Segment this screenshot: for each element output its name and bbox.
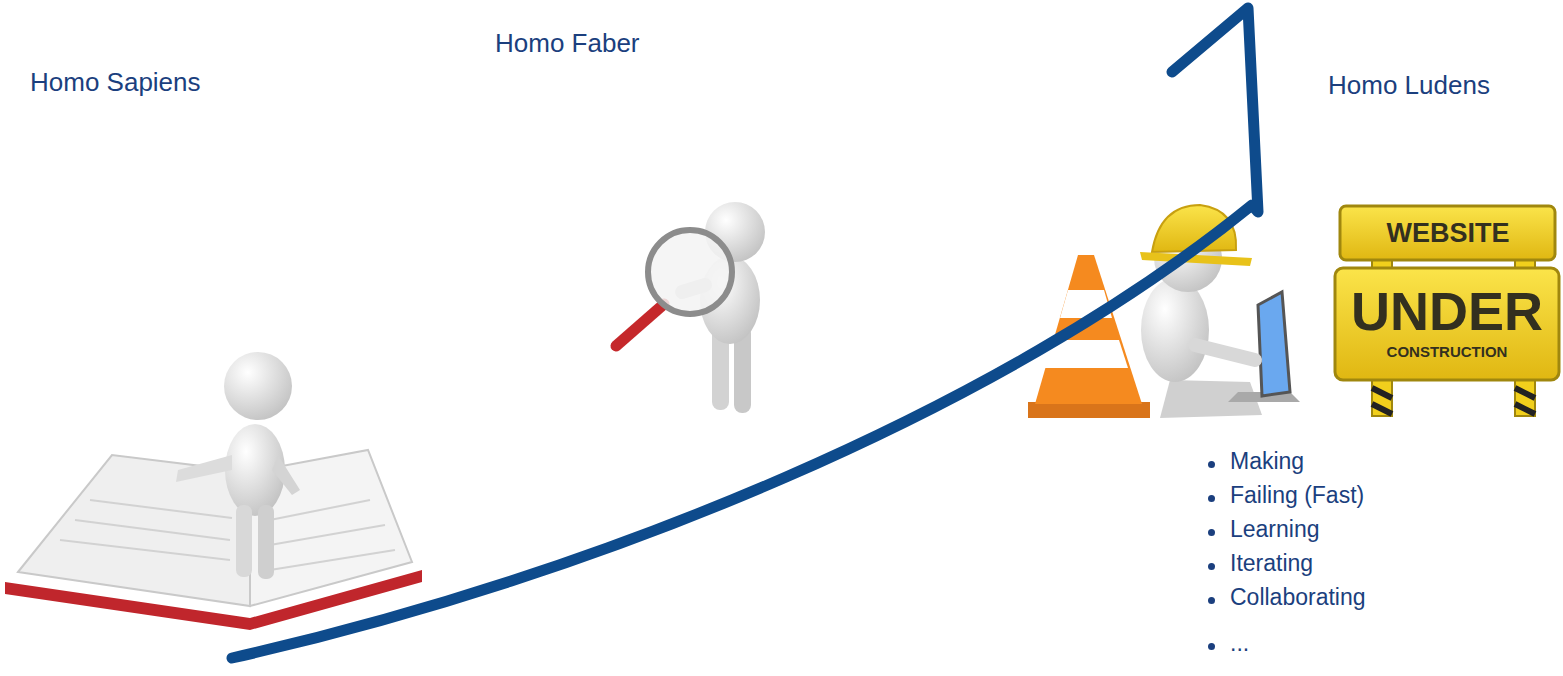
post-stripes: [1372, 388, 1535, 414]
figure-arm: [176, 455, 232, 482]
bullet-item: ...: [1230, 630, 1249, 656]
stage-title: Homo Faber: [495, 29, 640, 59]
cone-body: [1035, 255, 1142, 404]
bullet-item: Iterating: [1230, 550, 1313, 576]
figure-head: [224, 352, 292, 420]
bullet-dot: [1208, 495, 1215, 502]
bullet-item: Making: [1230, 448, 1304, 474]
cone-base: [1028, 402, 1150, 418]
bullet-item: Collaborating: [1230, 584, 1366, 610]
bullet-item: Failing (Fast): [1230, 482, 1364, 508]
cone: [1028, 255, 1150, 418]
figure-arm: [272, 455, 300, 495]
sign-text: WEBSITE: [1348, 218, 1548, 249]
figure-arm: [1195, 345, 1255, 360]
magnifier-figure: [616, 202, 765, 413]
bullet-dot: [1208, 461, 1215, 468]
bullet-dot: [1208, 563, 1215, 570]
sign-text: CONSTRUCTION: [1347, 343, 1547, 360]
book-figure: [5, 352, 422, 630]
figure-leg: [258, 505, 274, 579]
page-lines: [60, 500, 395, 570]
stage-title: Homo Sapiens: [30, 68, 201, 98]
bullet-item: Learning: [1230, 516, 1320, 542]
magnifier-lens: [648, 230, 732, 314]
bullet-dot: [1208, 597, 1215, 604]
figure-body: [1141, 278, 1209, 382]
sign-board: [1335, 268, 1559, 380]
stage-title: Homo Ludens: [1328, 71, 1490, 101]
growth-arrow: [232, 8, 1258, 658]
sign-text: UNDER: [1340, 280, 1555, 342]
construction-sign: [1335, 206, 1559, 416]
magnifier-handle: [616, 304, 664, 346]
figure-leg: [236, 505, 252, 577]
sign-board: [1340, 206, 1555, 260]
bullet-dot: [1208, 643, 1215, 650]
book-page: [18, 455, 250, 606]
laptop-screen: [1258, 292, 1290, 396]
bullet-dot: [1208, 529, 1215, 536]
